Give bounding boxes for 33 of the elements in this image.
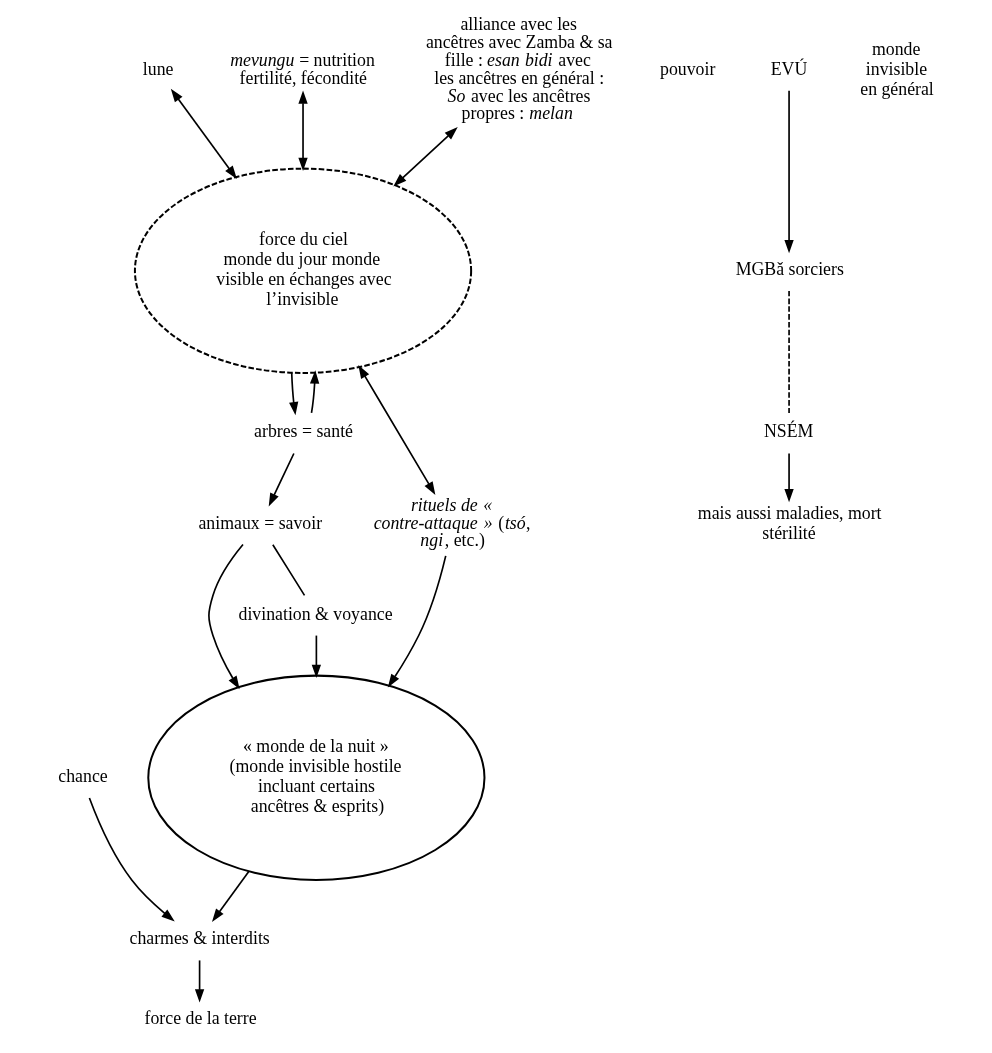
node-text: charmes & interdits bbox=[129, 928, 270, 949]
node-text: lune bbox=[142, 58, 174, 79]
arrow bbox=[311, 634, 322, 679]
node-text: mais aussi maladies, mort stérilité bbox=[697, 502, 882, 543]
node-text: alliance avec les ancêtres avec Zamba & sa fille : esan bidi avec les ancêtres en général : So avec les ancêtres propres : melan bbox=[425, 14, 613, 124]
arrow bbox=[208, 543, 244, 690]
arrow bbox=[309, 370, 320, 414]
arrow bbox=[784, 452, 794, 503]
arrow bbox=[298, 90, 308, 172]
node-text: rituels de « contre-attaque » (tsó, ngi, etc.) bbox=[373, 494, 531, 551]
arrow bbox=[784, 89, 794, 254]
node-text: EVÚ bbox=[770, 58, 808, 79]
arrow bbox=[194, 959, 205, 1003]
arrow bbox=[211, 870, 250, 922]
arrow bbox=[358, 365, 436, 496]
node-text: mevungu = nutrition fertilité, fécondité bbox=[230, 49, 375, 88]
node-text: chance bbox=[58, 766, 108, 787]
node-text: MGBǎ sorciers bbox=[735, 259, 844, 280]
node-text: force de la terre bbox=[144, 1008, 257, 1029]
arrow bbox=[88, 797, 175, 922]
label: monde invisible en général bbox=[860, 38, 934, 99]
node-text: divination & voyance bbox=[238, 603, 393, 624]
connector bbox=[272, 543, 306, 597]
arrow bbox=[268, 452, 295, 507]
node-text: animaux = savoir bbox=[198, 512, 323, 533]
connector bbox=[788, 290, 790, 414]
arrow bbox=[170, 88, 237, 180]
arrow bbox=[289, 372, 299, 416]
node-text: NSÉM bbox=[764, 421, 814, 442]
arrow bbox=[387, 555, 447, 688]
arrow bbox=[393, 127, 458, 187]
node-text: pouvoir bbox=[660, 58, 716, 79]
node-text: arbres = santé bbox=[254, 421, 353, 442]
